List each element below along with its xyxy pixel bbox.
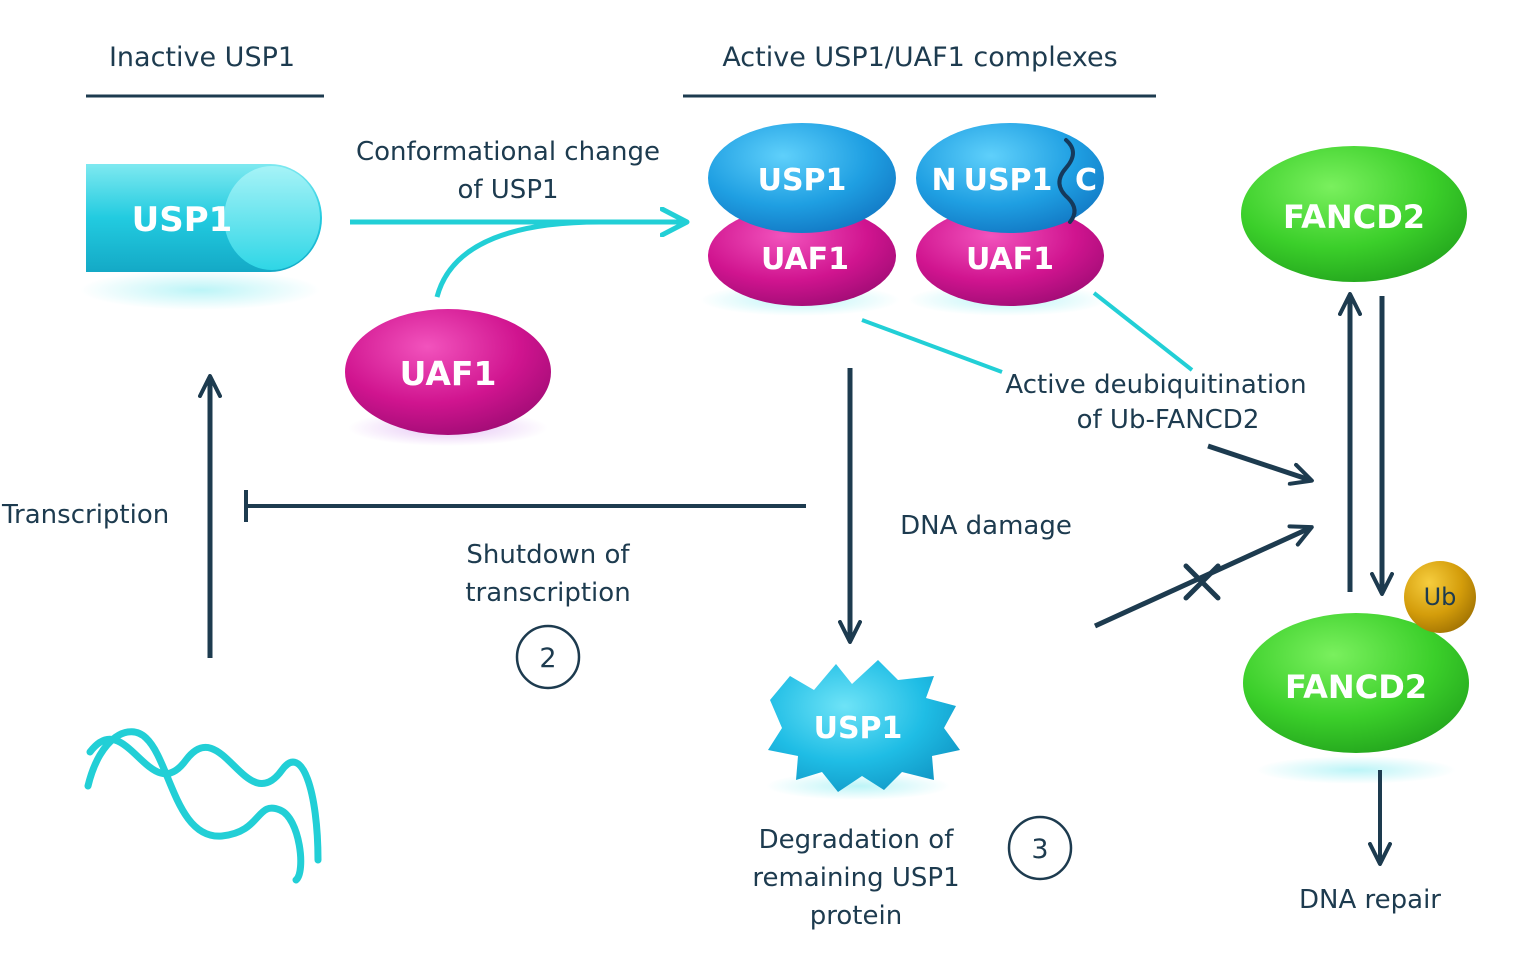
ubiquitin-label: Ub	[1424, 583, 1457, 611]
complex1-usp1-label: USP1	[758, 163, 847, 198]
complex2-c-terminus-label: C	[1075, 163, 1097, 198]
conformational-change-label-line1: Conformational change	[356, 137, 660, 167]
header-active-complexes: Active USP1/UAF1 complexes	[722, 42, 1117, 73]
fancd2-protein-ubiquitinated: FANCD2 Ub	[1243, 561, 1476, 784]
complex2-uaf1-label: UAF1	[966, 242, 1054, 277]
deubiq-connector-left	[861, 318, 1003, 374]
shutdown-label-line2: transcription	[465, 578, 630, 608]
usp1-cleavage-mark	[1057, 138, 1077, 224]
step-3-number: 3	[1031, 834, 1048, 865]
block-x-stroke-2	[1183, 563, 1221, 601]
dna-repair-label: DNA repair	[1299, 885, 1441, 915]
degradation-label-line2: remaining USP1	[752, 863, 959, 893]
fancd2-top-label: FANCD2	[1283, 198, 1425, 236]
deubiq-connector-right	[1092, 291, 1194, 372]
transcription-label: Transcription	[1, 500, 169, 530]
usp1-uaf1-complex-1: USP1 UAF1	[700, 123, 900, 316]
fancd2-bottom-label: FANCD2	[1285, 668, 1427, 706]
step-3-circle	[1007, 815, 1073, 881]
header-inactive-usp1: Inactive USP1	[109, 42, 295, 73]
dna-helix-icon	[84, 728, 322, 884]
complex2-usp1-label: USP1	[964, 163, 1053, 198]
inactive-usp1-label: USP1	[132, 200, 233, 240]
free-uaf1-protein: UAF1	[345, 309, 551, 446]
deubiquitination-arrow	[1207, 443, 1314, 486]
complex1-uaf1-label: UAF1	[761, 242, 849, 277]
inactive-usp1-protein: USP1	[80, 164, 322, 310]
degradation-label-line1: Degradation of	[759, 825, 955, 855]
dna-damage-label: DNA damage	[900, 511, 1072, 541]
degraded-usp1-label: USP1	[814, 711, 903, 746]
usp1-uaf1-complex-2: N USP1 C UAF1	[908, 123, 1108, 316]
deubiquitination-label-line1: Active deubiquitination	[1005, 370, 1306, 400]
deubiquitination-label-line2: of Ub-FANCD2	[1077, 405, 1260, 435]
degradation-label-line3: protein	[810, 901, 902, 931]
conformational-change-label-line2: of USP1	[457, 175, 558, 205]
degraded-usp1-protein: USP1	[766, 660, 960, 800]
complex2-n-terminus-label: N	[931, 163, 956, 198]
free-uaf1-label: UAF1	[400, 354, 497, 393]
uaf1-joining-curve	[434, 219, 601, 298]
blocked-deubiquitination-arrow	[1093, 524, 1314, 629]
ubiquitin-ball	[1404, 561, 1476, 633]
step-2-circle	[515, 624, 581, 690]
shutdown-label-line1: Shutdown of	[466, 540, 630, 570]
step-2-number: 2	[539, 643, 556, 674]
fancd2-protein-top: FANCD2	[1241, 146, 1467, 282]
